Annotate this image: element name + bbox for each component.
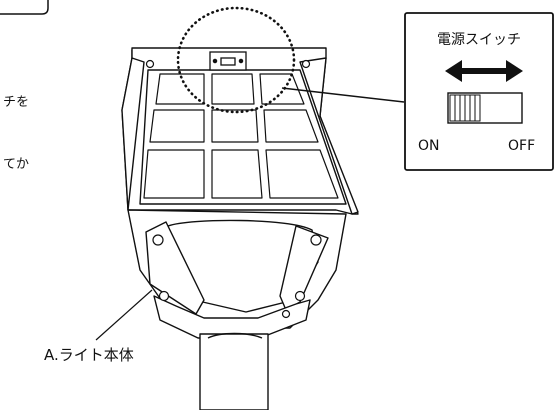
screw-icon bbox=[152, 234, 164, 246]
head-screws bbox=[145, 59, 311, 69]
screw-icon bbox=[145, 59, 155, 69]
grid-cell bbox=[211, 73, 255, 105]
mount-ring bbox=[153, 295, 311, 339]
pole-inner bbox=[207, 332, 263, 339]
screw-icon bbox=[158, 290, 170, 302]
screw-icon bbox=[294, 290, 306, 302]
grid-cell bbox=[263, 109, 319, 143]
screw-icon bbox=[281, 309, 291, 319]
switch-title: 電源スイッチ bbox=[437, 32, 521, 48]
part-label-leader bbox=[95, 289, 153, 341]
grid-cell bbox=[211, 149, 263, 199]
grid-cell bbox=[149, 109, 205, 143]
slide-switch-icon bbox=[447, 92, 523, 124]
switch-off-label: OFF bbox=[508, 138, 535, 154]
instruction-fragment-2: てか bbox=[3, 157, 29, 172]
lamp-dome bbox=[163, 219, 319, 313]
switch-callout: 電源スイッチ ON OFF bbox=[404, 12, 554, 171]
switch-on-label: ON bbox=[418, 138, 440, 154]
light-body bbox=[127, 209, 347, 410]
grid-cell bbox=[155, 73, 205, 105]
grid-cell bbox=[143, 149, 205, 199]
pole bbox=[199, 333, 269, 410]
instruction-fragment-1: チを bbox=[3, 95, 29, 110]
grid-cell bbox=[211, 109, 259, 143]
double-arrow-icon bbox=[445, 60, 523, 82]
cropped-frame bbox=[0, 0, 49, 15]
part-label: A.ライト本体 bbox=[44, 346, 134, 364]
screw-icon bbox=[301, 59, 311, 69]
callout-leader bbox=[281, 87, 405, 103]
callout-box bbox=[404, 12, 554, 171]
zoom-circle bbox=[176, 6, 296, 114]
head-switch bbox=[209, 51, 247, 71]
grid-cell bbox=[265, 149, 339, 199]
screw-icon bbox=[310, 234, 322, 246]
body-screws bbox=[152, 234, 322, 319]
grid-cells bbox=[143, 73, 339, 199]
light-right-panel bbox=[299, 57, 359, 215]
grid-cell bbox=[259, 73, 305, 105]
